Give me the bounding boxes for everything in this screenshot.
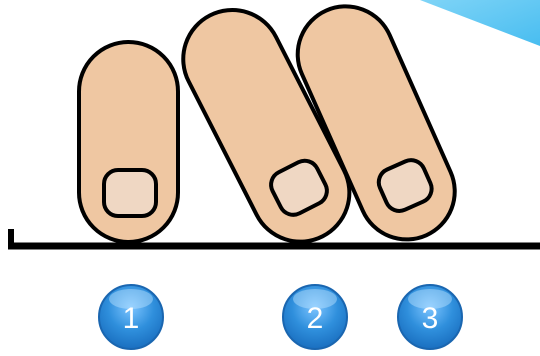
badge-1: 1 <box>99 285 163 349</box>
corner-accent-shape <box>420 0 540 46</box>
badge-1-label: 1 <box>123 302 140 335</box>
badge-3-label: 3 <box>422 302 439 335</box>
badge-2: 2 <box>283 285 347 349</box>
badge-2-label: 2 <box>307 302 324 335</box>
finger-1 <box>79 42 178 242</box>
finger-1-nail <box>104 170 156 216</box>
badge-3: 3 <box>398 285 462 349</box>
